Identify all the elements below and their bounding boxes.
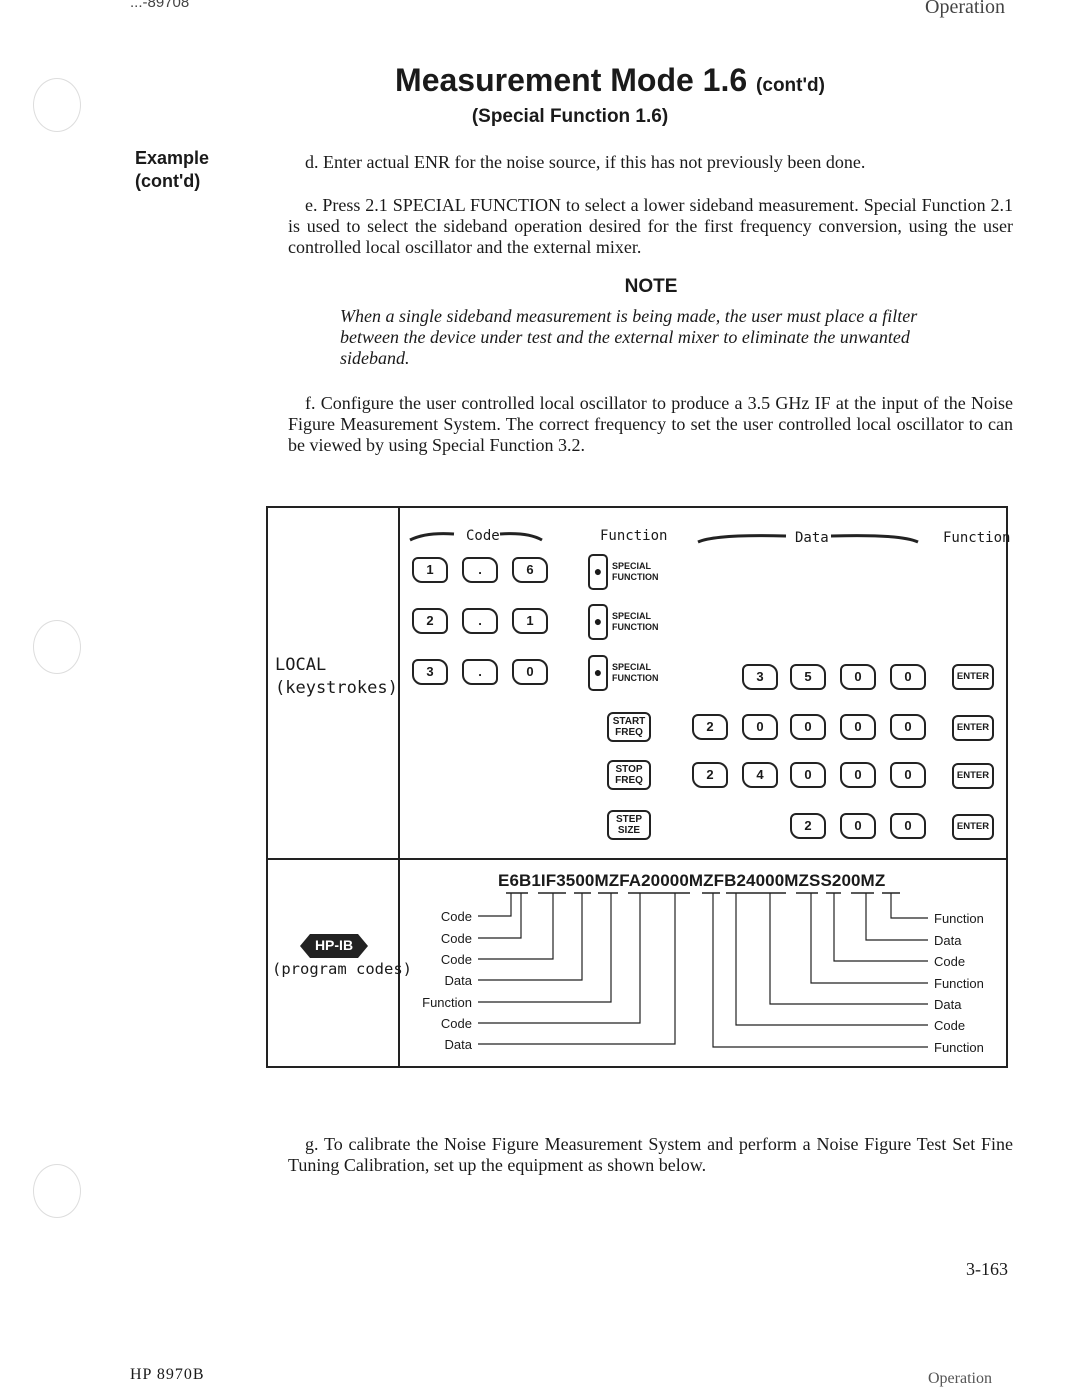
data-key: 0: [790, 714, 826, 740]
local-label-line-1: LOCAL: [275, 655, 327, 675]
local-label: LOCAL (keystrokes): [275, 654, 398, 700]
data-key: 0: [890, 813, 926, 839]
data-key: 5: [790, 664, 826, 690]
column-header-code: Code: [466, 528, 500, 544]
code-bracket-right: [499, 532, 543, 542]
special-function-key: ●: [588, 604, 608, 640]
right-label: Data: [934, 933, 962, 948]
data-key: 2: [692, 762, 728, 788]
sidebar-heading: Example (cont'd): [135, 147, 209, 193]
key-1: 1: [512, 608, 548, 634]
page-subtitle: (Special Function 1.6): [471, 106, 669, 127]
local-label-line-2: (keystrokes): [275, 678, 398, 698]
key-3: 3: [412, 659, 448, 685]
left-label: Data: [444, 973, 472, 988]
data-key: 3: [742, 664, 778, 690]
footer-section: Operation: [928, 1370, 992, 1387]
data-key: 2: [790, 813, 826, 839]
special-function-key: ●: [588, 655, 608, 691]
data-key: 0: [840, 813, 876, 839]
diagram-lines: [266, 506, 1006, 1066]
column-header-data: Data: [795, 530, 829, 546]
program-connectors: [478, 893, 928, 1048]
sidebar-line-1: Example: [135, 148, 210, 168]
left-label: Data: [444, 1037, 472, 1052]
keystroke-diagram: [266, 506, 1008, 1068]
step-f: f. Configure the user controlled local o…: [288, 393, 1013, 455]
left-label: Code: [440, 1016, 472, 1031]
note-heading: NOTE: [624, 276, 678, 297]
data-key: 0: [840, 714, 876, 740]
header-left: ...-89708: [130, 0, 190, 11]
title-main: Measurement Mode 1.6: [395, 62, 748, 98]
footer-model: HP 8970B: [130, 1366, 205, 1383]
right-label: Function: [934, 976, 984, 991]
key-dot: .: [462, 557, 498, 583]
data-key: 0: [890, 762, 926, 788]
left-label: Function: [422, 995, 472, 1010]
key-0: 0: [512, 659, 548, 685]
column-header-function: Function: [600, 528, 668, 544]
step-d: d. Enter actual ENR for the noise source…: [305, 152, 866, 172]
special-function-key: ●: [588, 554, 608, 590]
key-6: 6: [512, 557, 548, 583]
enter-key: ENTER: [952, 715, 994, 741]
column-header-function-2: Function: [943, 530, 1011, 546]
data-key: 0: [790, 762, 826, 788]
data-key: 4: [742, 762, 778, 788]
enter-key: ENTER: [952, 763, 994, 789]
program-codes-label: (program codes): [272, 960, 412, 978]
data-key: 0: [890, 714, 926, 740]
header-right: Operation: [925, 0, 1005, 18]
data-key: 0: [840, 762, 876, 788]
page-title: Measurement Mode 1.6 (cont'd): [0, 62, 1080, 99]
program-string: E6B1IF3500MZFA20000MZFB24000MZSS200MZ: [498, 871, 886, 890]
data-key: 0: [890, 664, 926, 690]
right-label: Function: [934, 911, 984, 926]
key-dot: .: [462, 608, 498, 634]
step-e: e. Press 2.1 SPECIAL FUNCTION to select …: [288, 195, 1013, 257]
data-bracket-right: [830, 534, 919, 544]
code-bracket-left: [409, 532, 455, 542]
left-label: Code: [440, 931, 472, 946]
right-label: Data: [934, 997, 962, 1012]
key-dot: .: [462, 659, 498, 685]
key-2: 2: [412, 608, 448, 634]
enter-key: ENTER: [952, 814, 994, 840]
title-suffix: (cont'd): [756, 75, 825, 96]
page-number: 3-163: [966, 1259, 1008, 1279]
step-g: g. To calibrate the Noise Figure Measure…: [288, 1134, 1013, 1175]
binder-hole: [33, 1164, 81, 1218]
right-label: Code: [934, 1018, 966, 1033]
binder-hole: [33, 620, 81, 674]
data-key: 0: [742, 714, 778, 740]
binder-hole: [33, 78, 81, 132]
enter-key: ENTER: [952, 664, 994, 690]
left-label: Code: [440, 952, 472, 967]
note-body: When a single sideband measurement is be…: [340, 306, 918, 368]
key-1: 1: [412, 557, 448, 583]
right-label: Code: [934, 954, 966, 969]
hpib-badge-text: HP-IB: [314, 937, 354, 953]
data-bracket-left: [697, 534, 787, 544]
hpib-logo: [300, 934, 368, 958]
left-label: Code: [440, 909, 472, 924]
data-key: 2: [692, 714, 728, 740]
data-key: 0: [840, 664, 876, 690]
right-label: Function: [934, 1040, 984, 1055]
sidebar-line-2: (cont'd): [135, 171, 201, 191]
